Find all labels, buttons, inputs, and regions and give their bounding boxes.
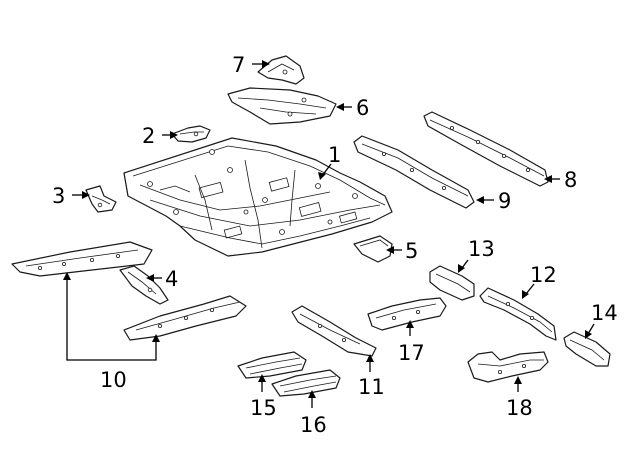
part-14-bracket[interactable] [563, 331, 611, 367]
part-15-plate[interactable] [237, 351, 307, 379]
part-6-crossmember[interactable] [227, 87, 337, 125]
callout-1: 1 [328, 143, 341, 167]
callout-14: 14 [591, 301, 618, 325]
part-3-bracket[interactable] [85, 185, 117, 213]
part-17-crossmember[interactable] [367, 297, 447, 331]
part-9-side-member[interactable] [353, 135, 475, 209]
callout-17: 17 [398, 341, 425, 365]
callout-7: 7 [232, 53, 245, 77]
callout-18: 18 [506, 396, 533, 420]
callout-13: 13 [468, 237, 495, 261]
part-7-bracket[interactable] [257, 55, 305, 85]
part-2-bracket[interactable] [171, 125, 211, 143]
callout-5: 5 [405, 239, 418, 263]
callout-12: 12 [530, 263, 557, 287]
callout-labels: 1 2 3 4 5 6 7 8 9 10 11 12 13 14 15 16 1… [52, 53, 618, 437]
part-4-reinforcement[interactable] [119, 265, 169, 305]
callout-9: 9 [498, 189, 511, 213]
callout-3: 3 [52, 184, 65, 208]
part-1-floor-pan[interactable] [123, 137, 393, 257]
callout-2: 2 [142, 124, 155, 148]
part-18-rear-crossmember[interactable] [467, 351, 549, 383]
callout-10: 10 [100, 368, 127, 392]
callout-8: 8 [564, 168, 577, 192]
callout-6: 6 [356, 96, 369, 120]
part-10-lower-panel[interactable] [123, 295, 247, 341]
part-10-upper-panel[interactable] [11, 241, 153, 277]
leader-lines [63, 60, 595, 408]
part-12-rear-member[interactable] [479, 287, 557, 341]
callout-16: 16 [300, 413, 327, 437]
part-5-plate[interactable] [353, 235, 393, 263]
part-16-plate[interactable] [271, 369, 341, 397]
callout-4: 4 [165, 267, 178, 291]
part-13-bracket[interactable] [429, 265, 475, 301]
part-8-sill-rail[interactable] [423, 111, 549, 187]
callout-15: 15 [250, 396, 277, 420]
part-11-tunnel-member[interactable] [291, 305, 377, 357]
callout-11: 11 [358, 375, 385, 399]
